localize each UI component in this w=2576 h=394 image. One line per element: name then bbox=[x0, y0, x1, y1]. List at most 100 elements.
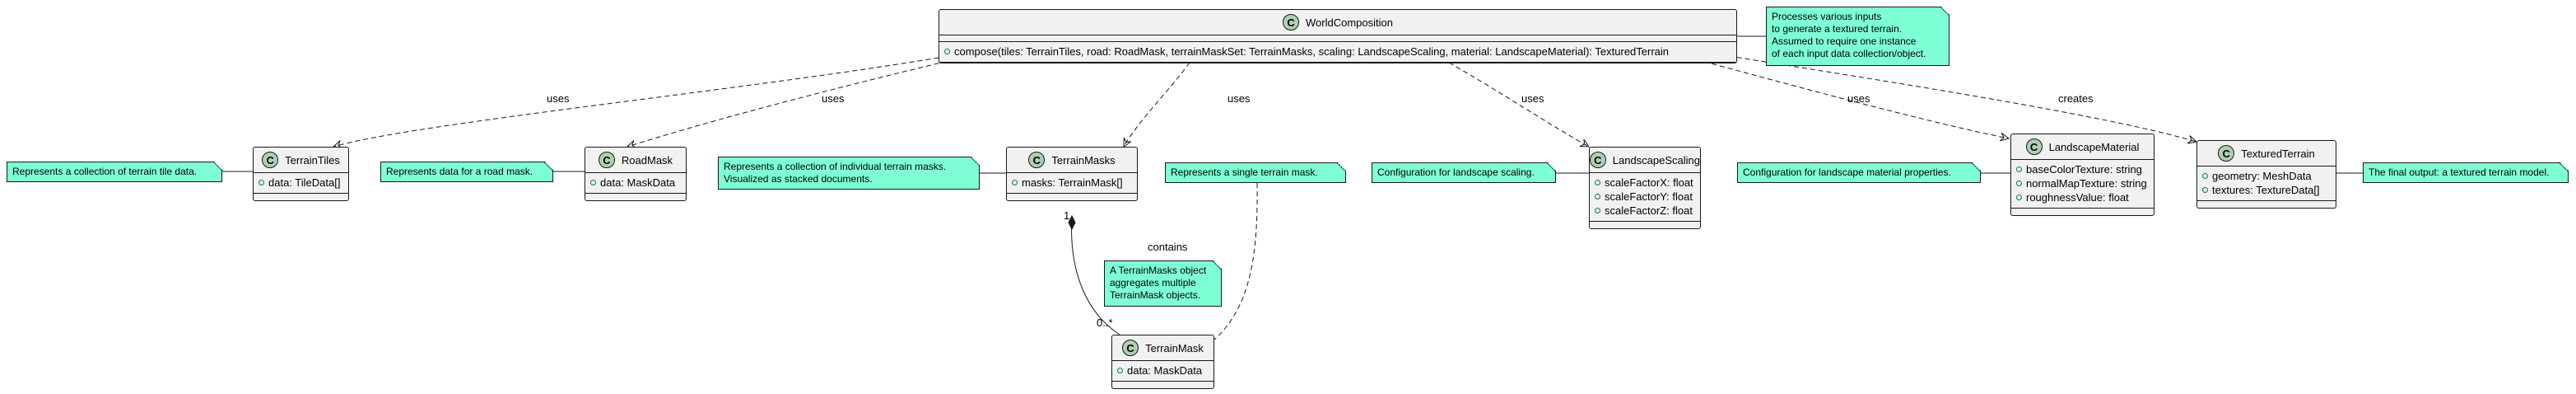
attribute-row: scaleFactorY: float bbox=[1590, 190, 1700, 204]
class-road-mask[interactable]: C RoadMask data: MaskData bbox=[585, 147, 687, 201]
class-textured-terrain[interactable]: C TexturedTerrain geometry: MeshData tex… bbox=[2196, 140, 2336, 209]
note-landscape-scaling[interactable]: Configuration for landscape scaling. bbox=[1372, 162, 1556, 183]
class-terrain-mask[interactable]: C TerrainMask data: MaskData bbox=[1111, 335, 1214, 389]
methods-section bbox=[254, 194, 348, 200]
note-fold-icon bbox=[544, 162, 552, 171]
attribute-text: scaleFactorX: float bbox=[1605, 176, 1693, 189]
edge-uses-road-mask bbox=[627, 59, 956, 147]
note-road-mask[interactable]: Represents data for a road mask. bbox=[380, 162, 553, 182]
class-header: C TerrainMasks bbox=[1007, 148, 1137, 173]
note-contains[interactable]: A TerrainMasks object aggregates multipl… bbox=[1104, 260, 1222, 307]
class-name: TerrainTiles bbox=[285, 153, 340, 167]
composition-diamond bbox=[1068, 214, 1076, 231]
edge-label-contains: contains bbox=[1148, 241, 1188, 253]
edge-uses-terrain-masks bbox=[1124, 62, 1190, 147]
attribute-text: masks: TerrainMask[] bbox=[1022, 176, 1123, 189]
edge-contains-terrain-mask bbox=[1071, 215, 1120, 335]
class-landscape-material[interactable]: C LandscapeMaterial baseColorTexture: st… bbox=[2010, 134, 2154, 216]
class-landscape-scaling[interactable]: C LandscapeScaling scaleFactorX: float s… bbox=[1589, 147, 1701, 229]
multiplicity-one: 1 bbox=[1064, 209, 1070, 222]
public-visibility-icon bbox=[1595, 180, 1600, 186]
note-fold-icon bbox=[1940, 7, 1949, 16]
attribute-text: geometry: MeshData bbox=[2212, 170, 2312, 182]
attributes-section: data: MaskData bbox=[585, 173, 686, 194]
public-visibility-icon bbox=[1595, 194, 1600, 200]
public-visibility-icon bbox=[2016, 195, 2022, 201]
attribute-row: scaleFactorZ: float bbox=[1590, 204, 1700, 218]
attribute-row: data: MaskData bbox=[1112, 364, 1213, 378]
class-name: TexturedTerrain bbox=[2241, 147, 2315, 160]
note-line: Processes various inputs bbox=[1772, 11, 1882, 22]
attribute-text: scaleFactorZ: float bbox=[1605, 204, 1693, 217]
attribute-row: baseColorTexture: string bbox=[2011, 162, 2154, 176]
note-line: The final output: a textured terrain mod… bbox=[2369, 167, 2550, 178]
note-terrain-mask[interactable]: Represents a single terrain mask. bbox=[1165, 162, 1346, 183]
note-fold-icon bbox=[1213, 261, 1221, 270]
public-visibility-icon bbox=[944, 49, 950, 55]
public-visibility-icon bbox=[590, 180, 596, 186]
class-badge-icon: C bbox=[1590, 152, 1606, 168]
edge-label-uses-scaling: uses bbox=[1521, 92, 1544, 105]
class-header: C TexturedTerrain bbox=[2197, 141, 2336, 167]
note-world-composition[interactable]: Processes various inputs to generate a t… bbox=[1766, 7, 1949, 66]
public-visibility-icon bbox=[1012, 180, 1018, 186]
class-badge-icon: C bbox=[262, 152, 279, 168]
attribute-row: data: MaskData bbox=[585, 176, 686, 190]
class-header: C LandscapeMaterial bbox=[2011, 134, 2154, 160]
note-fold-icon bbox=[1547, 163, 1555, 171]
note-line: TerrainMask objects. bbox=[1110, 289, 1201, 301]
attribute-row: masks: TerrainMask[] bbox=[1007, 176, 1137, 190]
attribute-row: textures: TextureData[] bbox=[2197, 183, 2336, 197]
attributes-section: baseColorTexture: string normalMapTextur… bbox=[2011, 160, 2154, 209]
attribute-row: normalMapTexture: string bbox=[2011, 176, 2154, 190]
attributes-section: data: MaskData bbox=[1112, 361, 1213, 382]
note-fold-icon bbox=[971, 157, 979, 166]
note-link-terrain-mask bbox=[1213, 182, 1258, 340]
attribute-text: textures: TextureData[] bbox=[2212, 184, 2320, 196]
note-terrain-tiles[interactable]: Represents a collection of terrain tile … bbox=[7, 162, 222, 182]
class-name: RoadMask bbox=[621, 153, 673, 167]
note-terrain-masks[interactable]: Represents a collection of individual te… bbox=[718, 157, 980, 190]
attribute-row: data: TileData[] bbox=[254, 176, 348, 190]
class-name: TerrainMask bbox=[1145, 341, 1204, 354]
note-landscape-material[interactable]: Configuration for landscape material pro… bbox=[1737, 162, 1981, 183]
note-line: of each input data collection/object. bbox=[1772, 48, 1926, 59]
attribute-text: data: MaskData bbox=[600, 176, 676, 189]
class-badge-icon: C bbox=[2025, 138, 2043, 155]
class-header: C RoadMask bbox=[585, 148, 686, 173]
attributes-section: geometry: MeshData textures: TextureData… bbox=[2197, 167, 2336, 201]
methods-section bbox=[1112, 382, 1213, 388]
attributes-section: scaleFactorX: float scaleFactorY: float … bbox=[1590, 173, 1700, 222]
note-textured-terrain[interactable]: The final output: a textured terrain mod… bbox=[2363, 162, 2569, 183]
public-visibility-icon bbox=[259, 180, 264, 186]
note-line: Assumed to require one instance bbox=[1772, 35, 1917, 47]
note-line: aggregates multiple bbox=[1110, 277, 1196, 288]
attribute-row: geometry: MeshData bbox=[2197, 169, 2336, 183]
public-visibility-icon bbox=[2016, 181, 2022, 187]
class-header: C TerrainMask bbox=[1112, 335, 1213, 361]
class-name: LandscapeMaterial bbox=[2048, 140, 2140, 153]
method-text: compose(tiles: TerrainTiles, road: RoadM… bbox=[954, 45, 1670, 58]
attribute-text: scaleFactorY: float bbox=[1605, 190, 1693, 203]
class-terrain-tiles[interactable]: C TerrainTiles data: TileData[] bbox=[253, 147, 349, 201]
class-badge-icon: C bbox=[1028, 152, 1046, 168]
attribute-text: roughnessValue: float bbox=[2026, 191, 2129, 204]
class-badge-icon: C bbox=[2218, 145, 2235, 162]
attribute-row: scaleFactorX: float bbox=[1590, 176, 1700, 190]
class-header: C TerrainTiles bbox=[254, 148, 348, 173]
public-visibility-icon bbox=[2016, 167, 2022, 173]
edge-uses-landscape-scaling bbox=[1448, 62, 1589, 147]
edge-label-creates: creates bbox=[2058, 92, 2094, 105]
public-visibility-icon bbox=[1117, 368, 1123, 374]
public-visibility-icon bbox=[2202, 173, 2208, 180]
class-terrain-masks[interactable]: C TerrainMasks masks: TerrainMask[] bbox=[1006, 147, 1138, 201]
class-header: C WorldComposition bbox=[939, 10, 1736, 35]
class-world-composition[interactable]: C WorldComposition compose(tiles: Terrai… bbox=[939, 9, 1737, 63]
attribute-text: baseColorTexture: string bbox=[2026, 163, 2142, 176]
class-badge-icon: C bbox=[1283, 14, 1300, 30]
methods-section: compose(tiles: TerrainTiles, road: RoadM… bbox=[939, 42, 1736, 63]
edge-label-uses-tiles: uses bbox=[547, 92, 570, 105]
public-visibility-icon bbox=[2202, 187, 2208, 194]
class-name: TerrainMasks bbox=[1051, 153, 1116, 167]
